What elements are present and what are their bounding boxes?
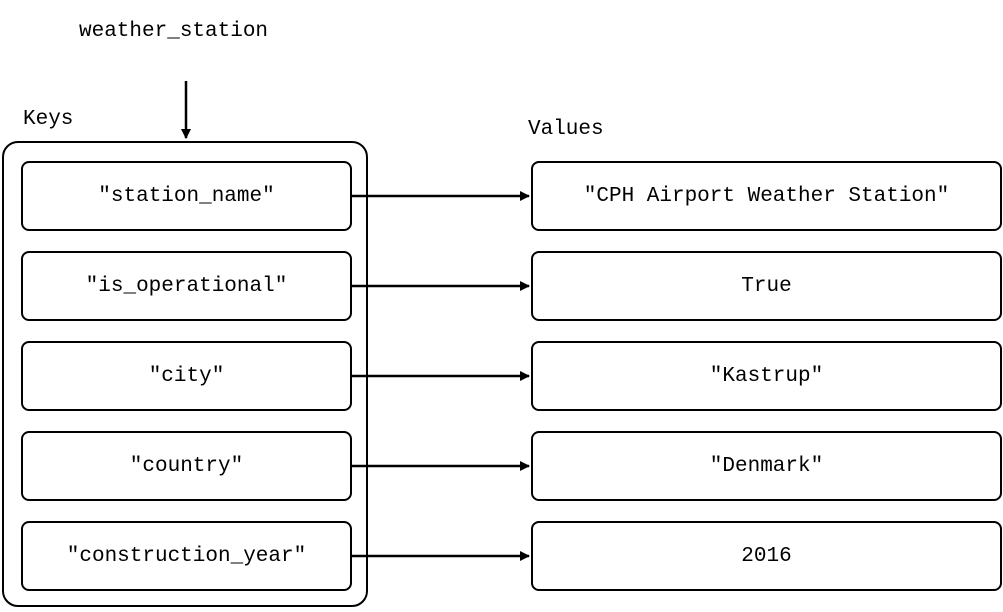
- key-box: "construction_year": [21, 521, 352, 591]
- key-box: "is_operational": [21, 251, 352, 321]
- value-box: "Kastrup": [531, 341, 1002, 411]
- keys-label: Keys: [23, 108, 74, 131]
- value-box: "CPH Airport Weather Station": [531, 161, 1002, 231]
- variable-name: weather_station: [79, 20, 269, 43]
- value-box: 2016: [531, 521, 1002, 591]
- value-box: "Denmark": [531, 431, 1002, 501]
- values-label: Values: [528, 118, 604, 141]
- value-box: True: [531, 251, 1002, 321]
- key-box: "country": [21, 431, 352, 501]
- keys-container: [2, 141, 368, 607]
- key-box: "city": [21, 341, 352, 411]
- key-box: "station_name": [21, 161, 352, 231]
